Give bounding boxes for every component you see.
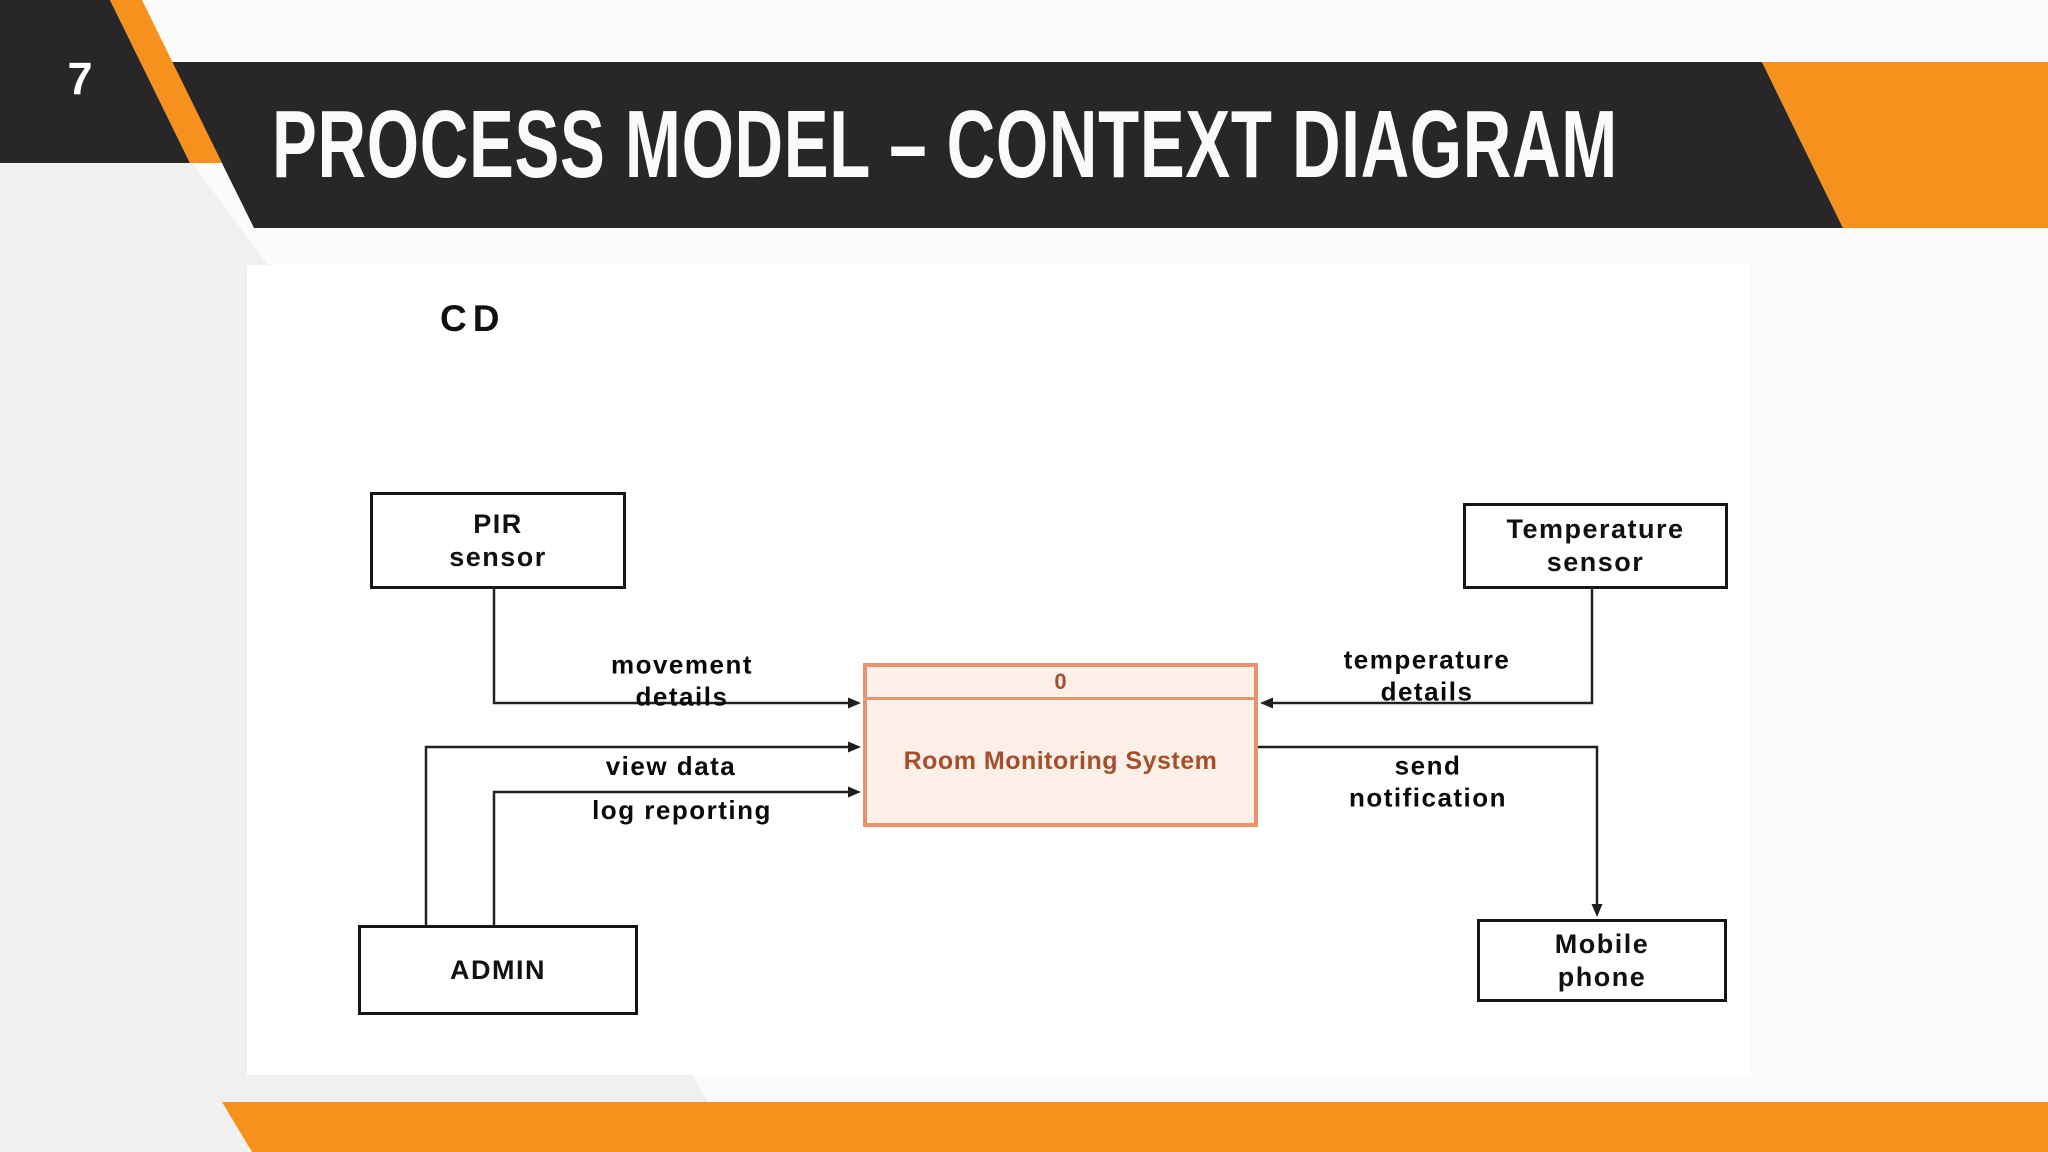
flow-label-view-data: view data [605, 751, 737, 782]
entity-admin: ADMIN [358, 925, 638, 1015]
slide-title: PROCESS MODEL – CONTEXT DIAGRAM [272, 91, 1618, 198]
entity-mobile-phone: Mobile phone [1477, 919, 1727, 1002]
entity-temperature-sensor: Temperature sensor [1463, 503, 1728, 589]
entity-admin-label: ADMIN [450, 954, 546, 985]
process-id-badge: 0 [867, 667, 1254, 700]
process-room-monitoring-system: 0 Room Monitoring System [863, 663, 1258, 827]
title-bar: PROCESS MODEL – CONTEXT DIAGRAM [272, 62, 1972, 228]
slide-number: 7 [67, 53, 93, 104]
diagram-type-label: CD [440, 298, 506, 339]
entity-temperature-sensor-label: Temperature sensor [1506, 514, 1685, 577]
flow-label-movement-details: movement details [610, 649, 754, 711]
flow-label-temperature-details: temperature details [1343, 644, 1511, 706]
entity-mobile-phone-label: Mobile phone [1554, 928, 1650, 992]
entity-pir-sensor-label: PIR sensor [449, 508, 547, 572]
flow-label-log-reporting: log reporting [592, 795, 772, 826]
flow-label-send-notification: send notification [1348, 750, 1508, 812]
process-name: Room Monitoring System [903, 747, 1218, 775]
entity-pir-sensor: PIR sensor [370, 492, 626, 589]
